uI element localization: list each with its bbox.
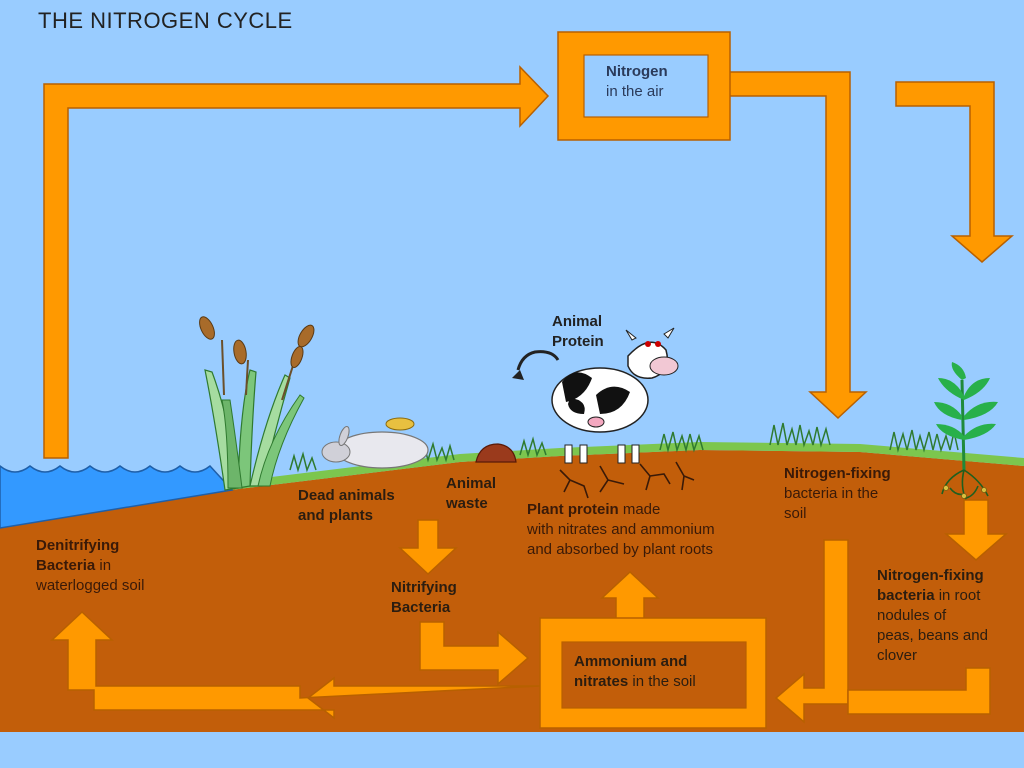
node-animal-protein-l2: Protein: [552, 333, 604, 350]
node-dead-animals-l1: Dead animals: [298, 487, 395, 504]
reeds: [199, 316, 315, 491]
node-nitrogen-air-rest: in the air: [606, 83, 664, 100]
node-nfix-soil: Nitrogen-fixing bacteria in the soil: [784, 464, 891, 524]
node-dead-animals-l2: and plants: [298, 507, 374, 524]
cow: [512, 327, 679, 464]
node-plant-protein-bold: Plant protein: [527, 501, 619, 518]
node-denitrifying-bold1: Denitrifying: [36, 537, 120, 554]
arrow-denitrification-to-air: [43, 65, 550, 459]
node-nitrifying-l1: Nitrifying: [391, 579, 457, 596]
soil: [0, 450, 1024, 732]
grass-tufts: [289, 422, 959, 473]
arrow-ammonium-to-plants: [600, 570, 660, 621]
node-animal-waste: Animal waste: [446, 474, 496, 514]
node-nfix-root-rest2: in root: [934, 587, 981, 604]
node-denitrifying-bold2: Bacteria: [36, 557, 96, 574]
node-plant-protein: Plant protein made with nitrates and amm…: [527, 500, 715, 560]
node-denitrifying-rest2: in: [95, 557, 112, 574]
node-nfix-root-l5: clover: [877, 647, 918, 664]
node-nitrogen-air-bold: Nitrogen: [606, 63, 668, 80]
ammonium-box-inner: [561, 641, 747, 709]
node-nfix-soil-l3: soil: [784, 505, 807, 522]
node-animal-protein: Animal Protein: [552, 312, 604, 352]
arrow-root-nodules-to-ammonium: [847, 667, 991, 715]
node-nitrogen-air: Nitrogen in the air: [606, 62, 668, 102]
node-nfix-root: Nitrogen-fixing bacteria in root nodules…: [877, 566, 988, 666]
node-nfix-root-l4: peas, beans and: [877, 627, 988, 644]
node-dead-animals: Dead animals and plants: [298, 486, 395, 526]
node-ammonium-rest2: in the soil: [628, 673, 696, 690]
node-animal-waste-l2: waste: [446, 495, 488, 512]
nitrogen-air-box-inner: [583, 54, 709, 118]
arrow-nitrifying-to-ammonium: [419, 621, 530, 686]
node-animal-waste-l1: Animal: [446, 475, 497, 492]
dead-animal: [321, 417, 429, 469]
node-nitrifying-l2: Bacteria: [391, 599, 451, 616]
arrow-air-to-soil-bacteria: [705, 71, 868, 420]
node-ammonium-bold2: nitrates: [574, 673, 629, 690]
animal-waste-pile: [475, 443, 517, 463]
arrow-dead-to-nitrifying: [398, 519, 458, 576]
cycle-arrows: [43, 65, 1015, 724]
node-plant-protein-rest1: made: [618, 501, 661, 518]
node-plant-protein-l2: with nitrates and ammonium: [527, 521, 715, 538]
node-nfix-soil-l2: bacteria in the: [784, 485, 879, 502]
node-denitrifying: Denitrifying Bacteria in waterlogged soi…: [36, 536, 144, 596]
arrow-ammonium-to-denitrifying: [50, 610, 541, 720]
node-animal-protein-l1: Animal: [552, 313, 603, 330]
node-nfix-root-bold2: bacteria: [877, 587, 935, 604]
node-plant-protein-l3: and absorbed by plant roots: [527, 541, 713, 558]
node-nitrifying: Nitrifying Bacteria: [391, 578, 457, 618]
node-denitrifying-l3: waterlogged soil: [36, 577, 145, 594]
node-nfix-soil-bold: Nitrogen-fixing: [784, 465, 891, 482]
node-nfix-root-l3: nodules of: [877, 607, 947, 624]
arrow-root-nodules-down: [943, 499, 1009, 561]
diagram-title: THE NITROGEN CYCLE: [38, 8, 293, 33]
arrow-air-to-root-nodules: [895, 81, 1015, 263]
plant-roots: [559, 461, 695, 499]
node-nfix-root-bold1: Nitrogen-fixing: [877, 567, 984, 584]
bottom-band: [0, 732, 1024, 768]
clover-plant: [934, 362, 998, 501]
node-boxes: [539, 31, 767, 729]
node-ammonium: Ammonium and nitrates in the soil: [574, 652, 696, 692]
water: [0, 464, 234, 529]
arrow-soil-bacteria-to-ammonium: [774, 539, 849, 724]
node-ammonium-bold1: Ammonium and: [574, 653, 688, 670]
